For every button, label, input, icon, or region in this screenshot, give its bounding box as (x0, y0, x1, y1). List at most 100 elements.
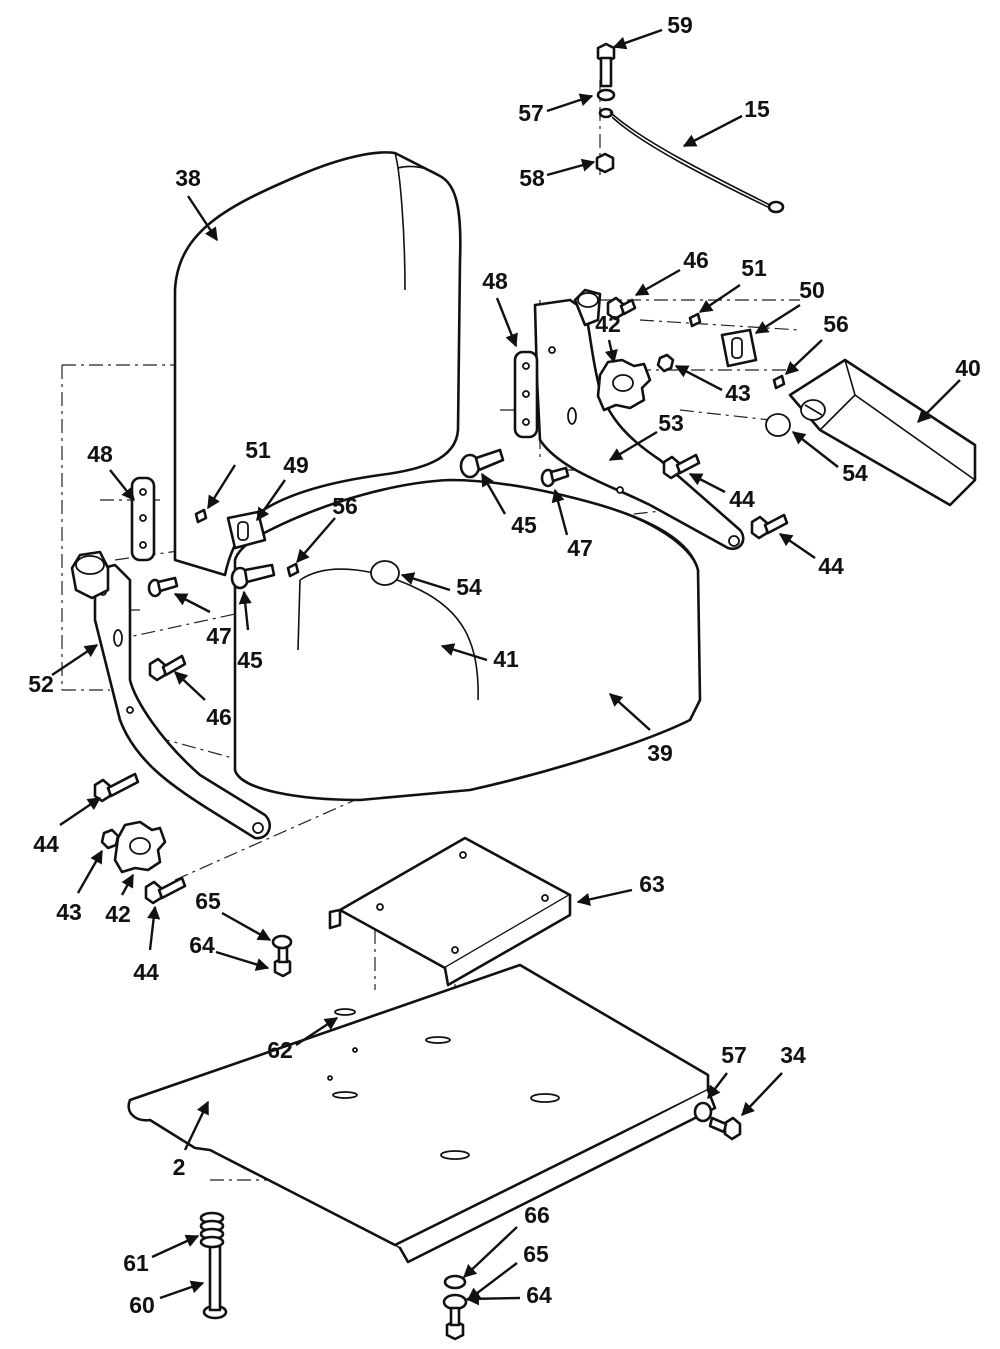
callout-66: 66 (463, 1202, 550, 1278)
right-adjustment-knob (596, 358, 652, 412)
svg-text:64: 64 (526, 1282, 552, 1308)
svg-text:59: 59 (667, 12, 693, 38)
svg-text:43: 43 (56, 899, 82, 925)
svg-text:50: 50 (799, 277, 825, 303)
seat-cushion (233, 478, 702, 802)
svg-text:57: 57 (518, 100, 544, 126)
bolt-46-right (606, 296, 637, 321)
callout-48-left: 48 (87, 441, 135, 502)
svg-text:46: 46 (683, 247, 709, 273)
bolts (93, 296, 789, 905)
bolt-45-right (459, 448, 505, 479)
spring-61 (199, 1211, 225, 1249)
svg-text:61: 61 (123, 1250, 149, 1276)
washer-66 (443, 1274, 467, 1290)
callout-60: 60 (129, 1280, 205, 1318)
bolt-64-upper (273, 943, 292, 978)
callout-50: 50 (754, 277, 825, 335)
screw-51-left (194, 508, 208, 524)
svg-text:38: 38 (175, 165, 201, 191)
left-slotted-plate (226, 510, 267, 550)
svg-text:15: 15 (744, 96, 770, 122)
svg-text:58: 58 (519, 165, 545, 191)
svg-text:39: 39 (647, 740, 673, 766)
callout-58: 58 (519, 158, 596, 191)
callout-46-right: 46 (634, 247, 709, 297)
callout-51-left: 51 (206, 437, 271, 510)
svg-text:47: 47 (206, 623, 232, 649)
callout-43-right: 43 (674, 364, 751, 406)
washer-57-lower (693, 1101, 713, 1123)
svg-text:44: 44 (729, 486, 755, 512)
screw-47-left (147, 576, 179, 598)
callout-45-right: 45 (480, 472, 537, 538)
callout-64-upper: 64 (189, 932, 270, 971)
callout-56-right: 56 (785, 311, 849, 375)
bolt-44-right-lower (750, 513, 789, 540)
svg-text:43: 43 (725, 380, 751, 406)
left-o-ring (370, 560, 400, 586)
callout-39: 39 (609, 693, 673, 766)
bolt-64-lower (445, 1306, 465, 1341)
right-slotted-plate (720, 328, 758, 368)
callout-45-left: 45 (237, 590, 263, 673)
svg-text:52: 52 (28, 671, 54, 697)
callout-34: 34 (741, 1042, 806, 1116)
armrest (788, 358, 977, 507)
callouts: 59 57 15 58 38 48 46 51 50 42 56 40 43 5… (28, 12, 981, 1318)
slide-mounting-bracket (328, 836, 572, 987)
callout-59: 59 (612, 12, 693, 50)
svg-text:49: 49 (283, 452, 309, 478)
callout-53: 53 (608, 410, 684, 462)
svg-text:45: 45 (511, 512, 537, 538)
callout-63: 63 (576, 871, 665, 906)
callout-54-left: 54 (400, 572, 482, 600)
svg-text:46: 46 (206, 704, 232, 730)
svg-text:41: 41 (493, 646, 519, 672)
svg-text:53: 53 (658, 410, 684, 436)
svg-text:60: 60 (129, 1292, 155, 1318)
callout-62: 62 (267, 1016, 339, 1063)
svg-text:42: 42 (105, 901, 131, 927)
callout-64-lower: 64 (465, 1282, 552, 1308)
callout-43-left: 43 (56, 849, 104, 925)
callout-51-right: 51 (698, 255, 767, 313)
callout-57-upper: 57 (518, 93, 594, 126)
callout-44-right-upper: 44 (688, 472, 755, 512)
left-hex-nut (100, 828, 120, 850)
svg-text:51: 51 (245, 437, 271, 463)
callout-42-left: 42 (105, 873, 135, 927)
svg-text:56: 56 (332, 493, 358, 519)
callout-15: 15 (682, 96, 770, 148)
left-hinge-strap (130, 476, 156, 562)
bolt-45-left (230, 563, 276, 590)
bolt-34 (708, 1116, 742, 1141)
svg-text:65: 65 (523, 1241, 549, 1267)
screw-56-right (772, 374, 786, 390)
right-seat-bracket (533, 288, 745, 551)
callout-56-left: 56 (296, 493, 358, 563)
svg-text:66: 66 (524, 1202, 550, 1228)
bolt-44-right-upper (662, 453, 701, 480)
lower-hardware (199, 934, 742, 1341)
svg-text:48: 48 (482, 268, 508, 294)
svg-text:62: 62 (267, 1037, 293, 1063)
svg-text:40: 40 (955, 355, 981, 381)
svg-text:42: 42 (595, 311, 621, 337)
callout-54-right: 54 (791, 431, 868, 486)
callout-61: 61 (123, 1234, 200, 1276)
svg-text:47: 47 (567, 535, 593, 561)
washer-65-upper (271, 934, 293, 950)
svg-text:54: 54 (842, 460, 868, 486)
svg-text:56: 56 (823, 311, 849, 337)
callout-40: 40 (917, 355, 981, 423)
svg-text:34: 34 (780, 1042, 806, 1068)
callout-47-left: 47 (173, 592, 232, 649)
svg-text:45: 45 (237, 647, 263, 673)
svg-text:44: 44 (33, 831, 59, 857)
svg-text:57: 57 (721, 1042, 747, 1068)
callout-44-left-lower: 44 (133, 905, 161, 985)
screw-56-left (286, 562, 300, 578)
svg-text:48: 48 (87, 441, 113, 467)
